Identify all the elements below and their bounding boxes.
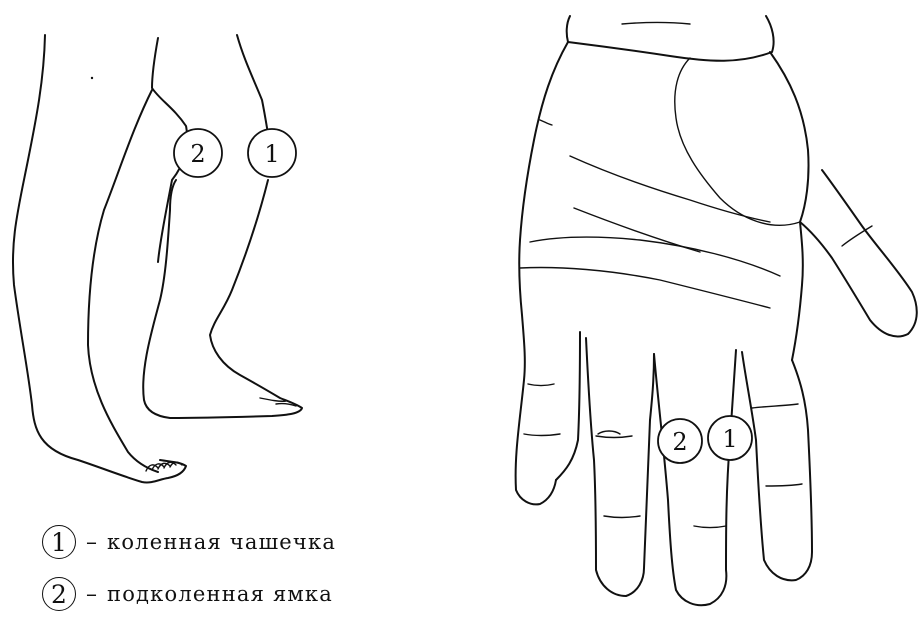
leg-marker-1-label: 1 [264, 140, 279, 168]
hand-marker-1: 1 [708, 416, 752, 460]
legend-marker-1: 1 [42, 525, 76, 559]
legend-row-2: 2 – подколенная ямка [42, 572, 336, 616]
leg-marker-2: 2 [174, 129, 222, 177]
legend-dash-2: – [86, 582, 97, 607]
legend-row-1: 1 – коленная чашечка [42, 520, 336, 564]
legend-dash-1: – [86, 530, 97, 555]
legend-marker-2: 2 [42, 577, 76, 611]
leg-marker-2-label: 2 [190, 140, 205, 168]
hand-marker-2-label: 2 [672, 428, 687, 456]
leg-marker-1: 1 [248, 129, 296, 177]
legend-text-1: коленная чашечка [107, 530, 336, 554]
legend-text-2: подколенная ямка [107, 582, 333, 606]
legs-illustration [13, 35, 302, 482]
hand-illustration [516, 16, 917, 605]
hand-marker-1-label: 1 [722, 425, 737, 453]
hand-marker-2: 2 [658, 419, 702, 463]
legend: 1 – коленная чашечка 2 – подколенная ямк… [42, 520, 336, 624]
